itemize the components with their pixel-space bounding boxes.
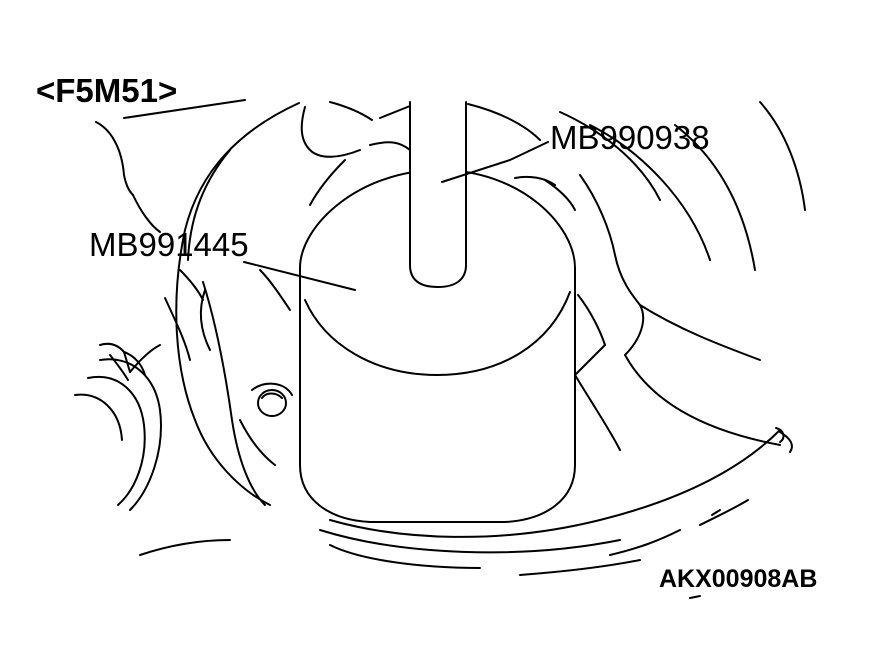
leader-line-mb991445 xyxy=(243,261,356,291)
right-edge-features xyxy=(689,427,785,599)
leader-lines xyxy=(243,141,549,291)
handle-bar xyxy=(409,101,467,288)
model-code-label: <F5M51> xyxy=(36,72,178,109)
tool-label-mb991445: MB991445 xyxy=(89,226,249,263)
tool-label-mb990938: MB990938 xyxy=(550,119,710,156)
bolt-hole xyxy=(251,382,293,417)
left-bearing-bore xyxy=(74,342,162,511)
transmission-case-outline xyxy=(95,99,806,576)
leader-line-mb990938 xyxy=(441,141,549,183)
figure-id-label: AKX00908AB xyxy=(659,565,818,593)
